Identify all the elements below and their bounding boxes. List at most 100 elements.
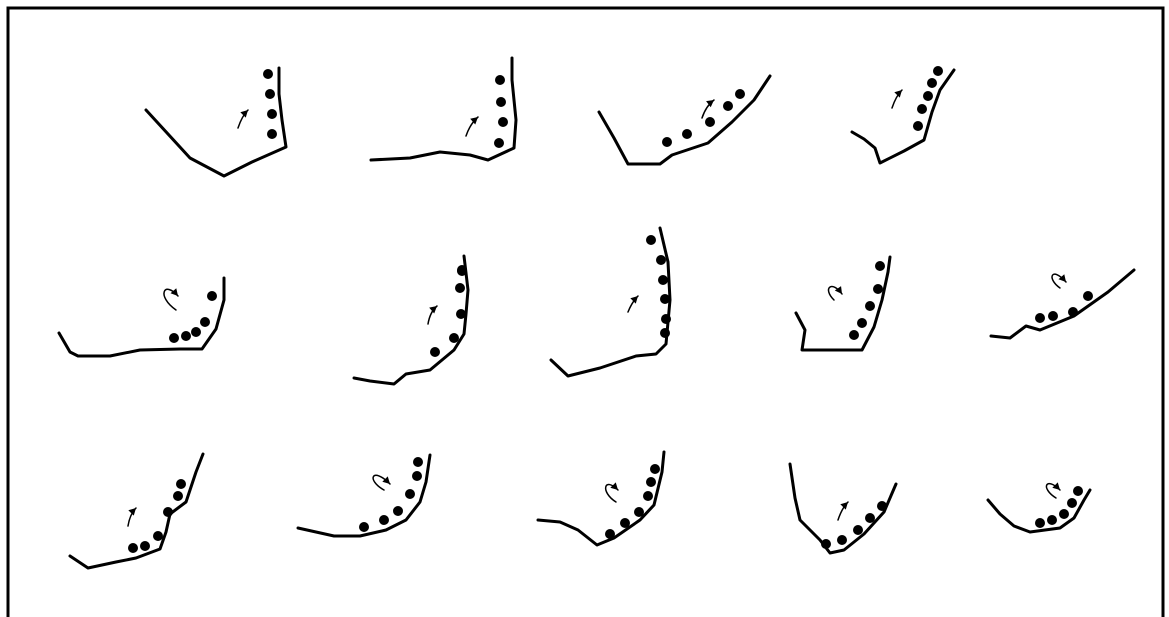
boundary-curve: [599, 76, 770, 164]
particle-dot: [495, 75, 505, 85]
panel-r1-c3: [599, 76, 770, 164]
particle-dot: [430, 347, 440, 357]
particle-dot: [496, 97, 506, 107]
particle-dot: [265, 89, 275, 99]
panel-r2-c3: [551, 228, 671, 376]
boundary-curve: [371, 58, 516, 160]
particle-dot: [379, 515, 389, 525]
particle-dot: [660, 294, 670, 304]
particle-dot: [682, 129, 692, 139]
particle-dot: [821, 539, 831, 549]
flow-arrow-icon: [128, 508, 136, 526]
boundary-curve: [146, 68, 286, 176]
particle-dot: [498, 117, 508, 127]
curl-arrow-icon: [373, 475, 390, 490]
particle-dot: [837, 535, 847, 545]
panel-r2-c1: [59, 278, 224, 356]
particle-dot: [455, 283, 465, 293]
particle-dot: [643, 491, 653, 501]
particle-dot: [849, 330, 859, 340]
particle-dot: [927, 78, 937, 88]
panel-r1-c2: [371, 58, 516, 160]
particle-dot: [176, 479, 186, 489]
boundary-curve: [59, 278, 224, 356]
particle-dot: [267, 129, 277, 139]
particle-dot: [494, 138, 504, 148]
curl-arrow-icon: [1052, 274, 1066, 288]
particle-dot: [650, 464, 660, 474]
curl-arrow-icon: [829, 286, 842, 300]
flow-arrow-icon: [702, 100, 714, 118]
panel-r2-c5: [991, 270, 1134, 338]
particle-dot: [263, 69, 273, 79]
particle-dot: [933, 66, 943, 76]
flow-arrow-icon: [892, 90, 902, 108]
particle-dot: [865, 301, 875, 311]
particle-dot: [456, 309, 466, 319]
particle-dot: [181, 331, 191, 341]
boundary-curve: [852, 70, 954, 163]
particle-dot: [705, 117, 715, 127]
particle-dot: [173, 491, 183, 501]
particle-dot: [913, 121, 923, 131]
particle-dot: [449, 333, 459, 343]
panels-group: [59, 58, 1134, 568]
particle-dot: [620, 518, 630, 528]
boundary-curve: [354, 256, 468, 384]
panel-r3-c1: [70, 454, 203, 568]
panel-r2-c2: [354, 256, 468, 384]
particle-dot: [853, 525, 863, 535]
particle-dot: [1047, 515, 1057, 525]
particle-dot: [140, 541, 150, 551]
particle-dot: [191, 327, 201, 337]
particle-dot: [169, 333, 179, 343]
particle-dot: [128, 543, 138, 553]
particle-dot: [267, 109, 277, 119]
particle-dot: [1073, 486, 1083, 496]
particle-dot: [723, 101, 733, 111]
particle-dot: [153, 531, 163, 541]
particle-dot: [857, 318, 867, 328]
particle-dot: [457, 265, 467, 275]
panel-r3-c3: [538, 452, 664, 545]
particle-dot: [875, 261, 885, 271]
particle-dot: [1067, 498, 1077, 508]
particle-dot: [735, 89, 745, 99]
particle-dot: [1035, 518, 1045, 528]
panel-r1-c4: [852, 66, 954, 163]
particle-dot: [660, 328, 670, 338]
particle-dot: [646, 235, 656, 245]
curl-arrow-icon: [1046, 482, 1060, 498]
particle-dot: [662, 137, 672, 147]
particle-dot: [865, 513, 875, 523]
boundary-curve: [796, 257, 890, 350]
particle-dot: [656, 255, 666, 265]
particle-dot: [1083, 291, 1093, 301]
particle-dot: [923, 91, 933, 101]
particle-dot: [917, 104, 927, 114]
panel-r3-c5: [988, 482, 1090, 532]
particle-dot: [646, 477, 656, 487]
particle-dot: [877, 501, 887, 511]
particle-dot: [413, 457, 423, 467]
particle-dot: [1048, 311, 1058, 321]
particle-dot: [873, 284, 883, 294]
particle-dot: [658, 275, 668, 285]
flow-arrow-icon: [238, 110, 248, 128]
particle-dot: [200, 317, 210, 327]
particle-dot: [605, 529, 615, 539]
panel-r3-c4: [790, 464, 896, 553]
curl-arrow-icon: [164, 288, 178, 310]
particle-dot: [163, 507, 173, 517]
particle-dot: [393, 506, 403, 516]
particle-dot: [405, 489, 415, 499]
particle-dot: [207, 291, 217, 301]
particle-dot: [1068, 307, 1078, 317]
particle-dot: [661, 314, 671, 324]
panel-r1-c1: [146, 68, 286, 176]
panel-r2-c4: [796, 257, 890, 350]
figure-frame: [8, 8, 1163, 617]
particle-dot: [1059, 509, 1069, 519]
curl-arrow-icon: [606, 482, 618, 502]
